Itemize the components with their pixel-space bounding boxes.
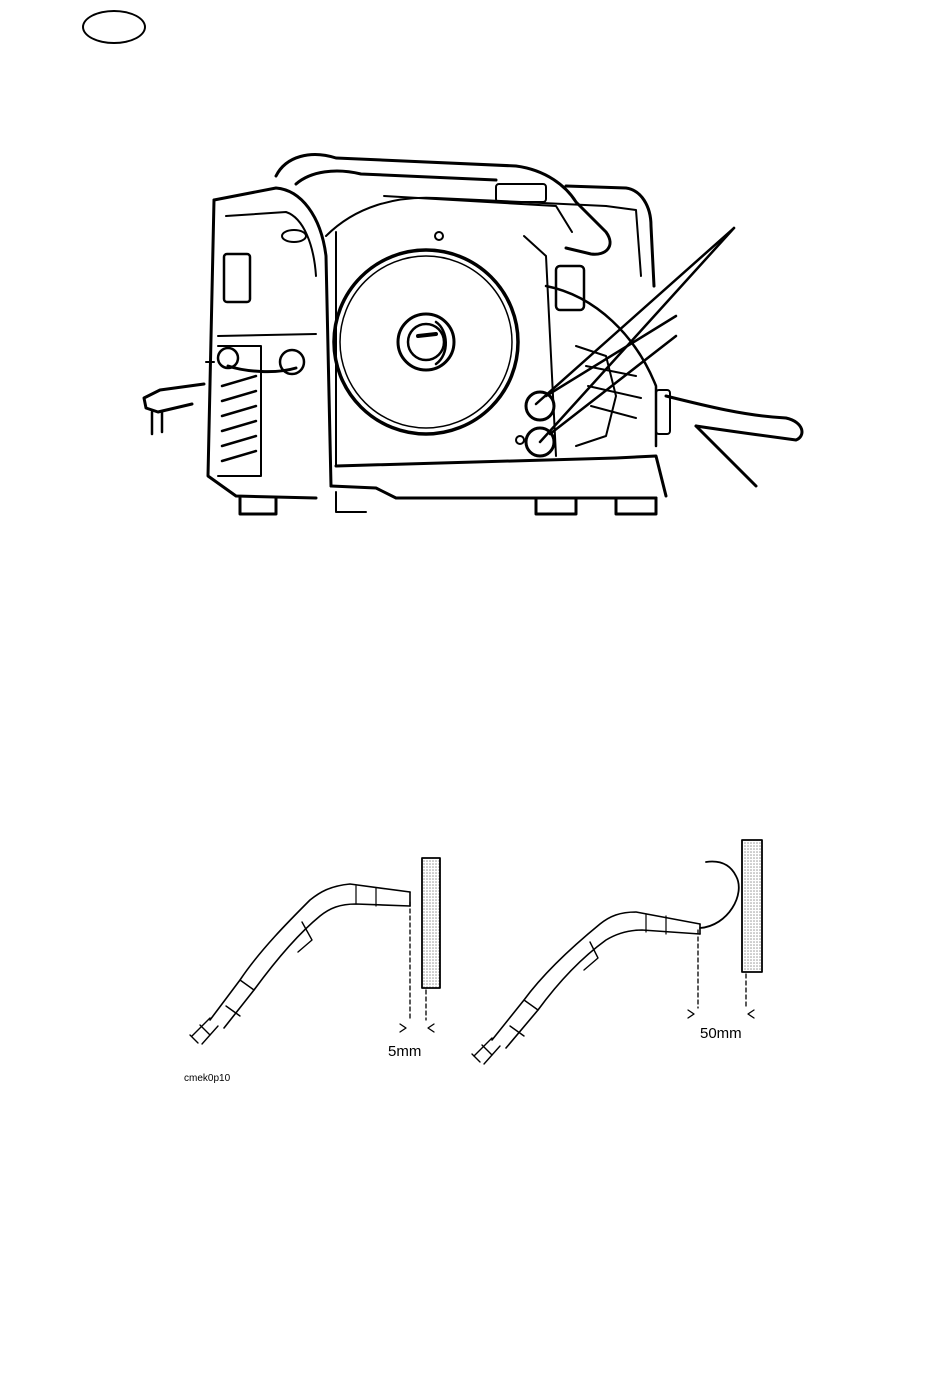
dimension-5mm-label: 5mm [388,1043,421,1060]
welding-torch-illustration [180,830,800,1090]
page-badge-oval [82,10,146,44]
figure-code: cmek0p10 [184,1073,230,1084]
machine-svg [136,136,816,526]
torch-svg [180,830,800,1090]
dimension-50mm-label: 50mm [700,1025,742,1042]
welding-machine-illustration [136,136,816,526]
